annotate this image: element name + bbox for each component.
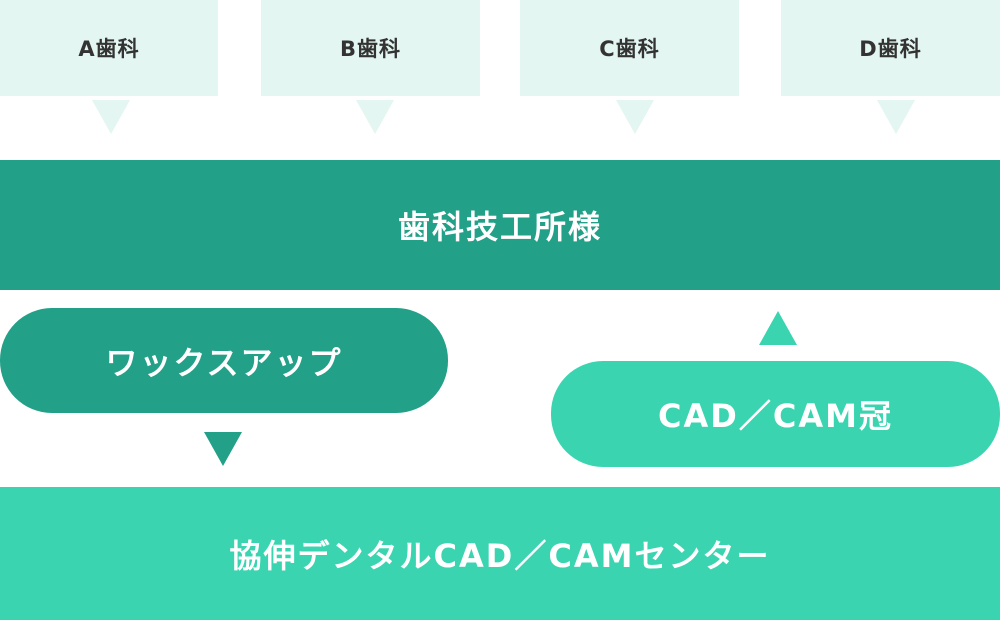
arrow-down-icon-d: [877, 100, 915, 134]
arrow-down-icon-b: [356, 100, 394, 134]
clinic-box-c: C歯科: [520, 0, 739, 96]
clinic-box-b: B歯科: [261, 0, 480, 96]
arrow-down-icon-a: [92, 100, 130, 134]
cad-cam-center-label: 協伸デンタルCAD／CAMセンター: [229, 536, 771, 575]
clinic-label-d: D歯科: [859, 37, 922, 61]
cad-cam-crown-pill: CAD／CAM冠: [551, 361, 1000, 467]
arrow-up-icon-cad: [759, 311, 797, 345]
cad-cam-center-band: 協伸デンタルCAD／CAMセンター: [0, 487, 1000, 620]
arrow-down-icon-c: [616, 100, 654, 134]
wax-up-label: ワックスアップ: [105, 343, 343, 382]
arrow-down-icon-wax: [204, 432, 242, 466]
dental-lab-label: 歯科技工所様: [397, 208, 602, 246]
clinic-box-a: A歯科: [0, 0, 218, 96]
cad-cam-crown-label: CAD／CAM冠: [658, 397, 893, 435]
clinic-label-c: C歯科: [599, 37, 660, 61]
clinic-label-b: B歯科: [339, 37, 401, 61]
dental-lab-band: 歯科技工所様: [0, 160, 1000, 290]
clinic-label-a: A歯科: [78, 37, 140, 61]
wax-up-pill: ワックスアップ: [0, 308, 448, 413]
clinic-box-d: D歯科: [781, 0, 1000, 96]
